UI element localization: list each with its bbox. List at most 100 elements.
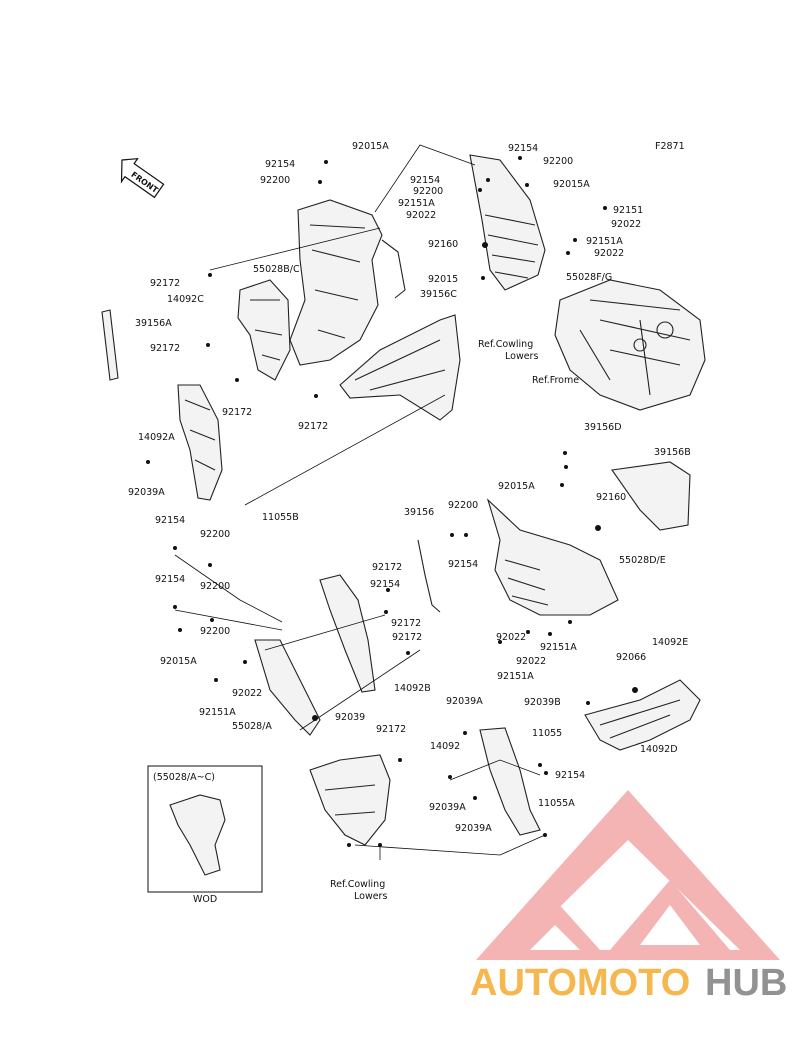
callout-92172: 92172 [392,632,422,643]
leader-lines [174,144,546,860]
ref-frame: Ref.Frome [532,375,579,386]
ref-cowling-lowers-top-2: Lowers [505,351,538,362]
callout-92172: 92172 [391,618,421,629]
callout-14092: 14092 [430,741,460,752]
callout-14092e: 14092E [652,637,688,648]
callout-92200: 92200 [260,175,290,186]
callout-92200: 92200 [200,529,230,540]
callout-92039a: 92039A [429,802,466,813]
callout-92022: 92022 [611,219,641,230]
callout-11055b: 11055B [262,512,299,523]
duct-14092b [319,574,376,693]
panel-39156b [611,461,691,531]
callout-92015a: 92015A [498,481,535,492]
callout-39156b: 39156B [654,447,691,458]
duct-14092 [479,727,541,836]
callout-92200: 92200 [413,186,443,197]
callout-92039a: 92039A [128,487,165,498]
lower-center-fairing [309,754,391,846]
callout-92039b: 92039B [524,697,561,708]
center-panel [339,314,461,421]
callout-92200: 92200 [200,626,230,637]
strip-39156 [417,539,441,613]
callout-11055a: 11055A [538,798,575,809]
fastener-dots [146,156,638,847]
callout-92015a: 92015A [160,656,197,667]
callout-92022: 92022 [594,248,624,259]
callout-14092a: 14092A [138,432,175,443]
callout-92172: 92172 [222,407,252,418]
callout-92151: 92151 [613,205,643,216]
inset-title: (55028/A~C) [153,772,215,783]
callout-14092d: 14092D [640,744,678,755]
callout-92039: 92039 [335,712,365,723]
callout-92022: 92022 [496,632,526,643]
callout-92039a: 92039A [455,823,492,834]
callout-92200: 92200 [543,156,573,167]
inset-box: (55028/A~C) WOD [147,765,263,905]
callout-92172: 92172 [372,562,402,573]
strip-39156c [381,239,406,299]
frame [554,279,706,411]
callout-39156c: 39156C [420,289,457,300]
callout-55028b-c: 55028B/C [253,264,300,275]
strip-39156a [101,309,119,381]
figure-code: F2871 [655,141,685,152]
callout-92015: 92015 [428,274,458,285]
callout-92154: 92154 [448,559,478,570]
callout-92022: 92022 [516,656,546,667]
callout-55028-a: 55028/A [232,721,272,732]
duct-14092d [584,679,701,751]
callout-92172: 92172 [150,343,180,354]
callout-92160: 92160 [428,239,458,250]
callout-92151a: 92151A [586,236,623,247]
duct-14092a [177,384,223,501]
callout-92039a: 92039A [446,696,483,707]
bracket-14092c [237,279,291,381]
callout-92151a: 92151A [497,671,534,682]
callout-92015a: 92015A [352,141,389,152]
callout-92172: 92172 [376,724,406,735]
callout-92154: 92154 [155,574,185,585]
callout-92066: 92066 [616,652,646,663]
inset-caption: WOD [193,894,217,905]
callout-39156: 39156 [404,507,434,518]
ref-cowling-lowers-top-1: Ref.Cowling [478,339,533,350]
callout-labels: 92015A9215492200921549220092015A92154922… [128,141,691,834]
callout-92151a: 92151A [540,642,577,653]
callout-55028d-e: 55028D/E [619,555,666,566]
callout-92172: 92172 [150,278,180,289]
callout-92015a: 92015A [553,179,590,190]
lower-fairing-55028a [254,639,321,736]
callout-92154: 92154 [508,143,538,154]
callout-92172: 92172 [298,421,328,432]
callout-39156a: 39156A [135,318,172,329]
callout-92022: 92022 [232,688,262,699]
ref-cowling-lowers-bottom-2: Lowers [354,891,387,902]
meter-panel-55028fg [469,154,546,291]
callout-14092b: 14092B [394,683,431,694]
callout-92154: 92154 [265,159,295,170]
callout-92022: 92022 [406,210,436,221]
callout-92154: 92154 [370,579,400,590]
callout-92154: 92154 [555,770,585,781]
watermark-logo [476,790,780,960]
callout-39156d: 39156D [584,422,622,433]
callout-92151a: 92151A [398,198,435,209]
callout-92154: 92154 [155,515,185,526]
callout-11055: 11055 [532,728,562,739]
callout-92151a: 92151A [199,707,236,718]
front-arrow-icon: FRONT [120,157,165,199]
side-fairing-55028de [486,498,619,616]
upper-inner-cowl [289,199,383,366]
callout-14092c: 14092C [167,294,204,305]
callout-92200: 92200 [448,500,478,511]
callout-55028f-g: 55028F/G [566,272,612,283]
callout-92200: 92200 [200,581,230,592]
watermark-text-automoto: AUTOMOTO [470,962,690,1004]
callout-92160: 92160 [596,492,626,503]
ref-cowling-lowers-bottom-1: Ref.Cowling [330,879,385,890]
watermark-text-hub: HUB [705,962,787,1004]
callout-92154: 92154 [410,175,440,186]
